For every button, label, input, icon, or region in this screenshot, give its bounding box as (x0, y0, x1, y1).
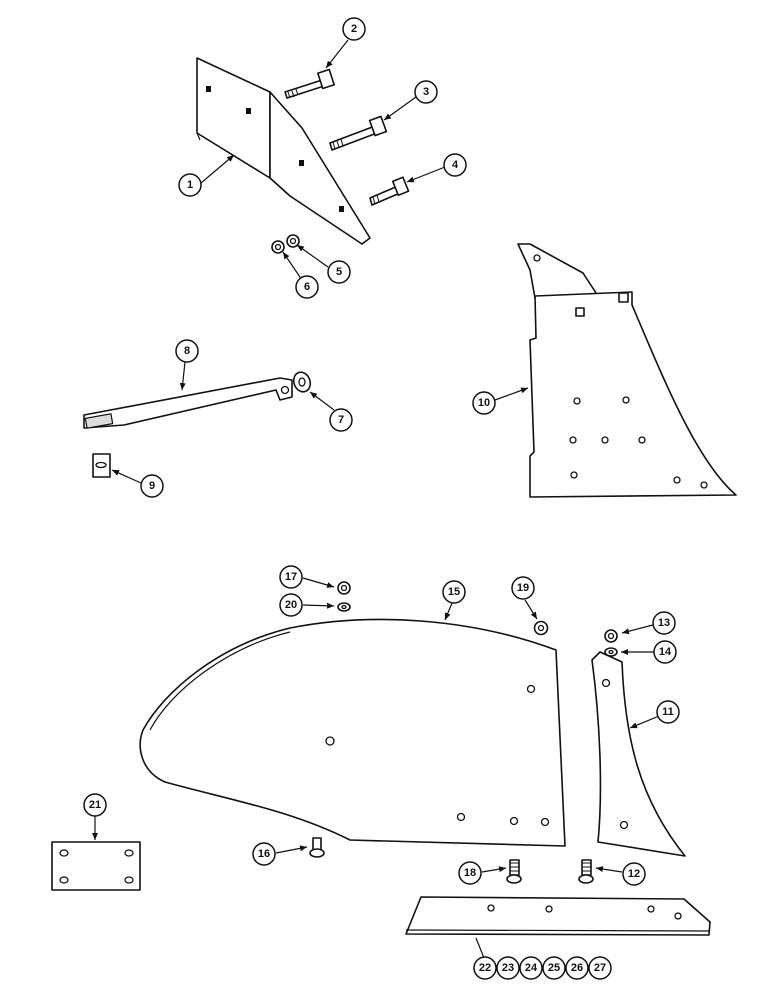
callout-12: 12 (622, 862, 646, 886)
callout-label: 8 (184, 345, 190, 357)
part-4-bolt (369, 176, 410, 206)
callout-1: 1 (178, 173, 202, 197)
callout-25: 25 (542, 956, 566, 980)
callout-label: 19 (517, 582, 529, 594)
part-16-bolt (309, 837, 325, 858)
leader-lines (92, 39, 660, 959)
callout-label: 25 (548, 962, 560, 974)
callout-label: 21 (89, 799, 101, 811)
callout-13: 13 (652, 611, 676, 635)
callout-label: 17 (285, 571, 297, 583)
part-22-27-share (405, 896, 711, 936)
part-5-6-nuts (271, 234, 300, 254)
callout-label: 22 (479, 962, 491, 974)
callout-19: 19 (511, 576, 535, 600)
callout-23: 23 (496, 956, 520, 980)
callout-5: 5 (327, 260, 351, 284)
callout-label: 10 (478, 397, 490, 409)
callout-label: 4 (452, 159, 459, 171)
callout-16: 16 (252, 842, 276, 866)
callout-20: 20 (279, 593, 303, 617)
callout-label: 12 (628, 868, 640, 880)
callout-label: 15 (448, 586, 460, 598)
callout-label: 2 (351, 23, 357, 35)
callout-21: 21 (83, 793, 107, 817)
callout-label: 24 (525, 962, 538, 974)
callout-label: 16 (258, 848, 270, 860)
callout-label: 23 (502, 962, 514, 974)
callout-label: 1 (187, 179, 193, 191)
part-14-washer (604, 647, 618, 657)
callout-2: 2 (342, 17, 366, 41)
callout-label: 3 (423, 86, 429, 98)
callout-6: 6 (295, 275, 319, 299)
callout-label: 9 (149, 480, 155, 492)
callout-15: 15 (442, 580, 466, 604)
part-12-bolt (578, 859, 594, 884)
part-2-bolt (284, 68, 335, 99)
callout-26: 26 (565, 956, 589, 980)
part-9-clip (92, 453, 111, 478)
part-21-plate (51, 841, 141, 891)
callout-11: 11 (656, 700, 680, 724)
part-11-shin (591, 651, 686, 857)
callout-10: 10 (472, 391, 496, 415)
callout-14: 14 (653, 640, 677, 664)
callout-9: 9 (140, 474, 164, 498)
part-19-nut (533, 620, 549, 636)
callout-label: 6 (304, 281, 310, 293)
callout-17: 17 (279, 565, 303, 589)
callout-label: 20 (285, 599, 297, 611)
callout-7: 7 (329, 408, 353, 432)
callout-label: 7 (338, 414, 344, 426)
callout-label: 27 (594, 962, 606, 974)
callout-18: 18 (458, 861, 482, 885)
callout-label: 5 (336, 266, 342, 278)
callout-22: 22 (473, 956, 497, 980)
callout-4: 4 (443, 153, 467, 177)
part-17-nut (337, 581, 351, 595)
part-15-moldboard (139, 618, 566, 847)
callout-27: 27 (588, 956, 612, 980)
part-7-washer (292, 371, 312, 393)
callout-3: 3 (414, 80, 438, 104)
part-8-brace (83, 377, 293, 429)
callout-8: 8 (175, 339, 199, 363)
part-1-frog-plate (196, 57, 371, 245)
part-18-bolt (506, 859, 522, 884)
callout-label: 13 (658, 617, 670, 629)
part-13-nut (604, 629, 618, 643)
callout-24: 24 (519, 956, 543, 980)
callout-label: 14 (659, 646, 672, 658)
callout-label: 11 (662, 706, 674, 718)
callout-label: 26 (571, 962, 583, 974)
callout-label: 18 (464, 867, 476, 879)
part-20-washer (337, 602, 351, 612)
part-10-frog (517, 243, 737, 498)
part-3-bolt (329, 115, 388, 151)
